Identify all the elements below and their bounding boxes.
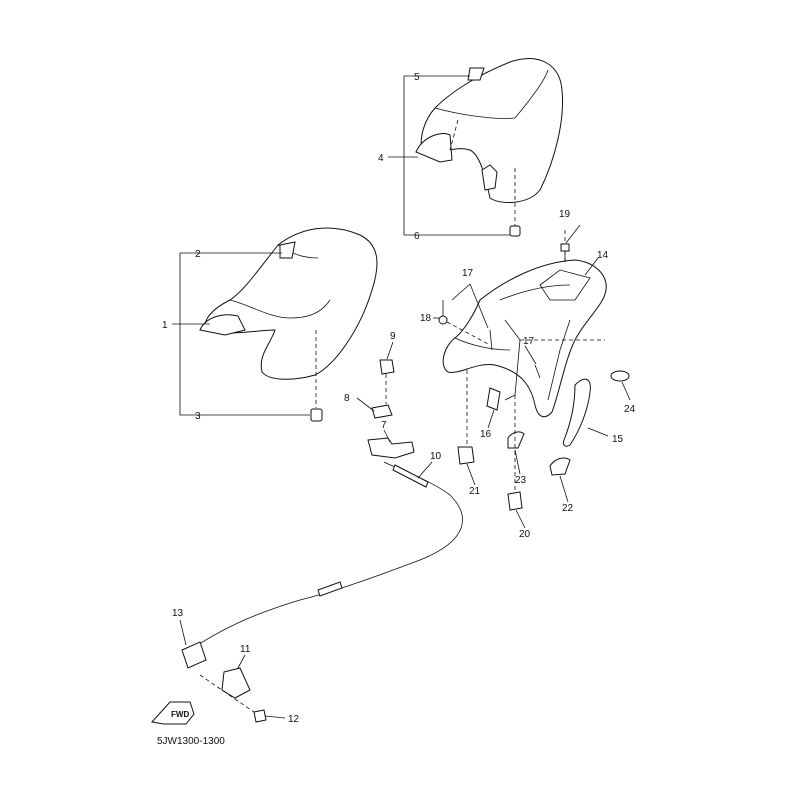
bolt-19 — [560, 243, 570, 262]
callout-label: 9 — [390, 331, 396, 342]
callout-label: 14 — [597, 250, 609, 261]
grommet-24 — [610, 370, 630, 382]
forward-arrow-icon: FWD — [151, 701, 195, 725]
callout-label: 17 — [523, 336, 535, 347]
rear-seat — [415, 58, 564, 237]
key-cylinder-12 — [253, 709, 267, 723]
callout-label: 18 — [420, 313, 432, 324]
bracket-16 — [486, 387, 501, 411]
hook-23 — [507, 431, 525, 449]
callout-label: 11 — [240, 644, 251, 655]
damper-21 — [457, 446, 475, 465]
callout-label: 19 — [559, 209, 571, 220]
lock-bracket — [367, 359, 415, 459]
leader-lines — [172, 75, 631, 719]
callout-label: 17 — [462, 268, 474, 279]
front-seat — [199, 227, 378, 422]
callout-label: 6 — [414, 231, 420, 242]
callout-label: 23 — [515, 475, 527, 486]
callout-label: 13 — [172, 608, 184, 619]
lock-stay-13 — [181, 641, 207, 669]
callout-label: 21 — [469, 486, 481, 497]
callout-label: 24 — [624, 404, 636, 415]
callout-label: 2 — [195, 249, 201, 260]
callout-label: 3 — [195, 411, 201, 422]
callout-label: 4 — [378, 153, 384, 164]
callout-label: 7 — [381, 420, 387, 431]
fwd-label: FWD — [171, 710, 189, 719]
bolt-18 — [438, 300, 448, 325]
callout-label: 10 — [430, 451, 442, 462]
bolt-17 — [489, 329, 541, 379]
callout-label: 12 — [288, 714, 300, 725]
callout-label: 5 — [414, 72, 420, 83]
callout-label: 22 — [562, 503, 574, 514]
hook-22 — [549, 457, 571, 476]
seat-lock-cable — [189, 461, 463, 651]
side-cover — [562, 378, 591, 447]
callout-label: 16 — [480, 429, 492, 440]
callout-label: 15 — [612, 434, 624, 445]
diagram-code: 5JW1300-1300 — [157, 736, 225, 747]
seat-lock-11 — [221, 667, 251, 699]
callout-label: 20 — [519, 529, 531, 540]
callout-label: 1 — [162, 320, 168, 331]
rear-carrier — [442, 259, 607, 418]
clip-20 — [507, 491, 523, 511]
callout-label: 8 — [344, 393, 350, 404]
